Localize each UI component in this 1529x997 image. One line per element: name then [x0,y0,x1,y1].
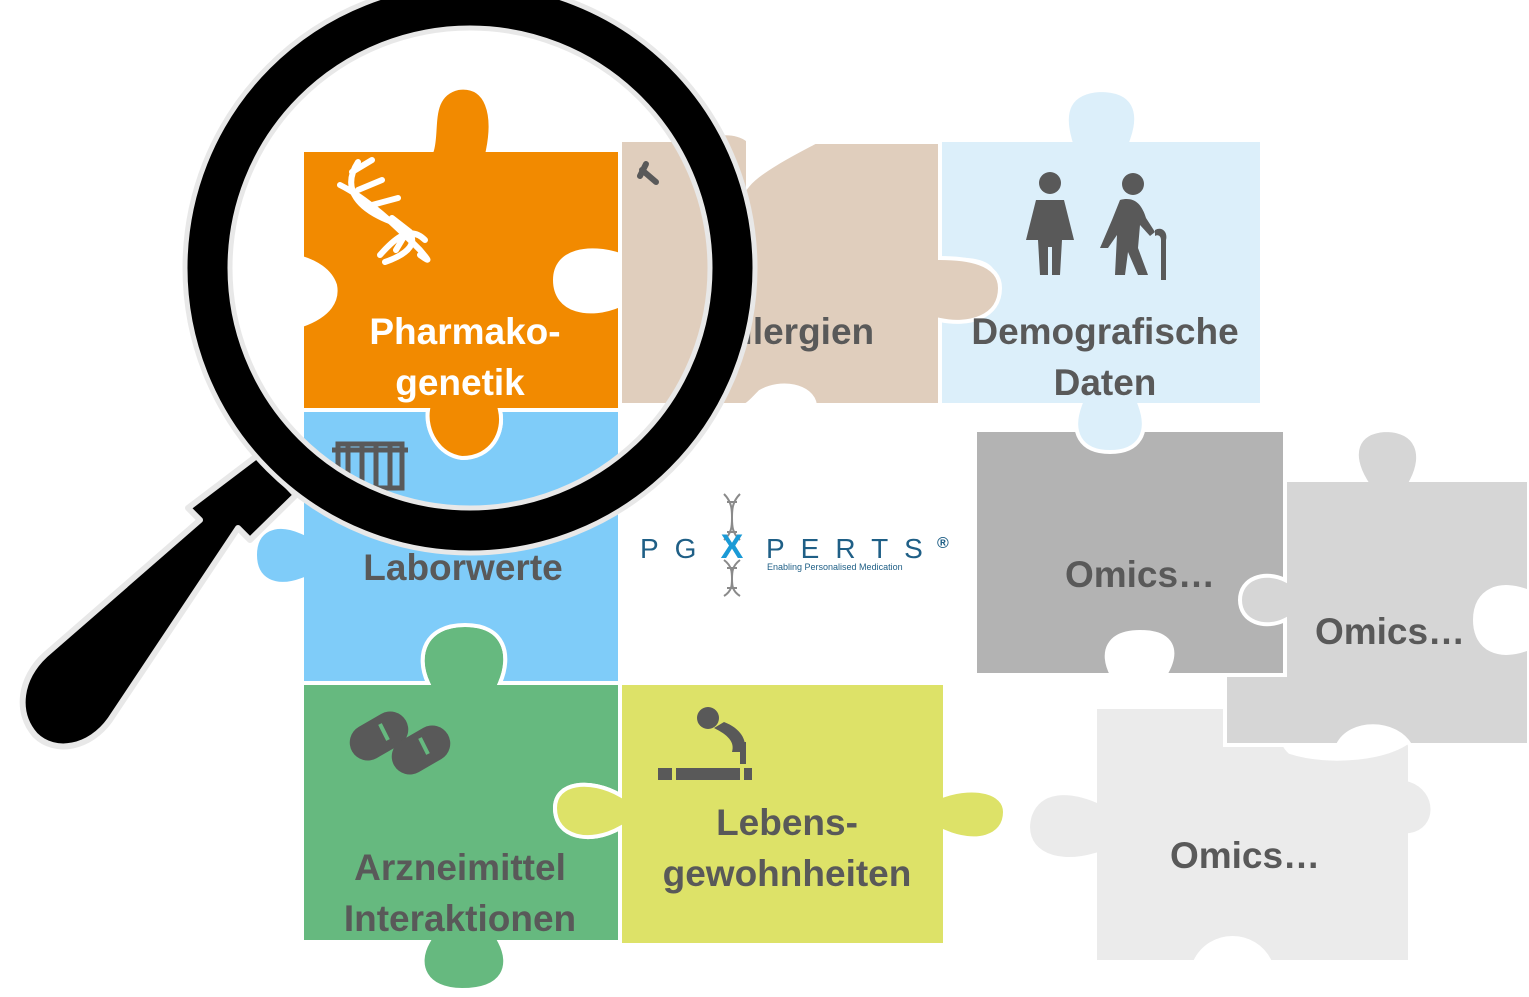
lebens-label-line2: gewohnheiten [663,853,912,894]
lebens-label-line1: Lebens- [716,802,858,843]
logo-text-x: X [721,528,744,566]
dna-icon [337,157,431,265]
pharmako-label-line1: Pharmako- [369,311,560,352]
logo-tagline: Enabling Personalised Medication [767,562,903,572]
allergy-icon-fragment [637,161,659,185]
pills-icon [349,711,451,775]
piece-omics-1-shape [973,428,1287,677]
logo-text-right: PERTS [766,533,939,564]
omics-3-label: Omics… [1170,835,1320,876]
pgxperts-logo: PG X PERTS ® Enabling Personalised Medic… [640,493,949,597]
omics-2-label: Omics… [1315,611,1465,652]
demografie-label-line2: Daten [1054,362,1157,403]
omics-1-label: Omics… [1065,554,1215,595]
cigarette-icon [658,707,752,780]
magnifier-icon [19,0,758,750]
people-icon [1026,172,1167,280]
puzzle-piece-omics-3 [1026,705,1435,964]
piece-lebensgewohnheiten-shape [552,681,1008,947]
piece-omics-3-shape [1026,705,1435,964]
arzneimittel-label-line1: Arzneimittel [354,847,566,888]
arzneimittel-label-line2: Interaktionen [344,898,576,939]
puzzle-piece-omics-1 [973,428,1287,677]
logo-dna-icon [723,493,741,597]
logo-registered-mark: ® [937,535,949,552]
demografie-label-line1: Demografische [971,311,1238,352]
puzzle-piece-lebensgewohnheiten [552,681,1008,947]
magnifier-handle [19,452,299,750]
pharmako-label-line2: genetik [395,362,525,403]
logo-text-left: PG [640,533,712,564]
magnifier-ring [186,0,754,552]
